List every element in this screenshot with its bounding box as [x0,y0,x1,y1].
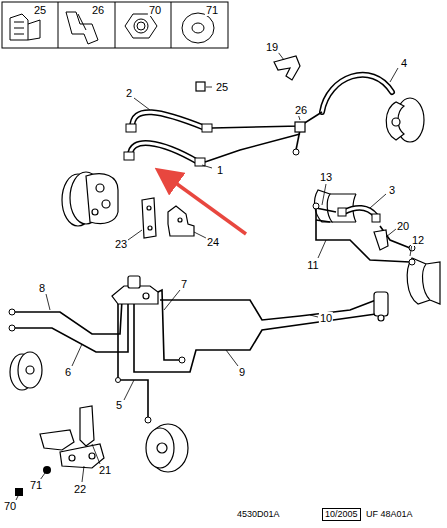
callout-number: 70 [3,500,17,512]
front-brake-disc [62,172,118,226]
pipe-clip [374,230,388,250]
nut-part [15,488,23,496]
pipe-junction [196,82,305,132]
callout-number: 22 [73,483,87,495]
washer-part [43,466,51,474]
callout-number: 71 [29,479,43,491]
rear-brake-drum [146,424,188,472]
rear-brake-drum [315,190,440,304]
brake-distributor [112,276,158,304]
callout-number: 2 [125,87,133,99]
rear-brake-drum [10,352,42,390]
callout-number: 5 [115,399,123,411]
callout-number: 21 [98,464,112,476]
callout-number: 8 [38,282,46,294]
callout-number: 1 [216,164,224,176]
callout-number: 24 [206,236,220,248]
callout-number: 3 [388,184,396,196]
pipe-clip [274,56,300,80]
callout-number: 25 [33,4,47,16]
hose-fitting [124,124,380,222]
callout-number: 13 [319,171,333,183]
drawing-reference: UF 48A01A [365,509,414,520]
brake-pipe [14,112,410,418]
callout-number: 25 [215,81,229,93]
callout-number: 7 [180,278,188,290]
callout-number: 23 [114,238,128,250]
callout-number: 26 [91,4,105,16]
callout-number: 9 [238,366,246,378]
drawing-reference: 4530D01A [236,509,281,520]
callout-number: 6 [64,366,72,378]
date-box: 10/2005 [322,508,361,521]
leader-line [16,52,412,500]
callout-number: 70 [148,4,162,16]
callout-number: 10 [319,312,333,324]
callout-number: 26 [294,104,308,116]
pointer-arrow [166,176,246,234]
pipe-end [9,149,415,423]
parts-strip [2,2,228,48]
hose-bracket [142,198,194,238]
callout-number: 12 [411,234,425,246]
front-brake-disc [386,98,424,142]
brake-hose [130,75,392,216]
callout-number: 4 [400,57,408,69]
callout-number: 11 [306,259,319,271]
date-text: 10/2005 [325,509,358,519]
callout-number: 71 [205,4,219,16]
brake-compensator [374,292,388,321]
callout-number: 20 [396,220,410,232]
callout-number: 19 [265,41,279,53]
pipe-clip-set [40,406,104,468]
